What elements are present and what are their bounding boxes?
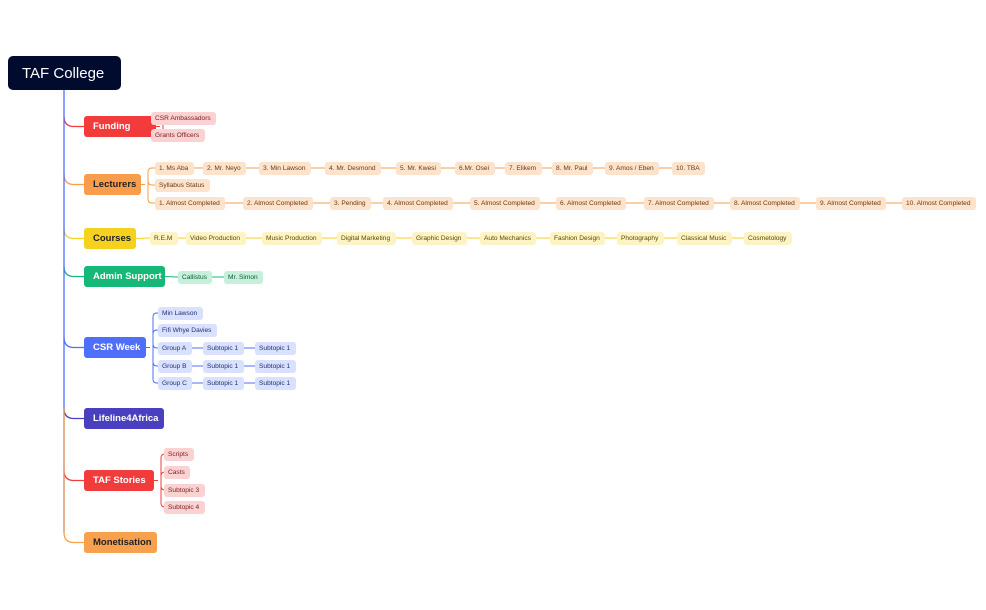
leaf-connector <box>152 361 158 367</box>
leaf-lecturers[interactable]: 5. Almost Completed <box>470 196 540 210</box>
leaf-csr[interactable]: Fifi Whye Davies <box>158 323 217 337</box>
leaf-csr[interactable]: Subtopic 1 <box>203 376 244 390</box>
leaf-stories[interactable]: Casts <box>164 465 190 479</box>
leaf-csr[interactable]: Subtopic 1 <box>203 341 244 355</box>
branch-connector <box>63 266 84 278</box>
leaf-lecturers[interactable]: 3. Min Lawson <box>259 161 311 175</box>
branch-connector <box>63 337 84 349</box>
branch-csr[interactable]: CSR Week <box>84 337 146 358</box>
leaf-csr[interactable]: Group C <box>158 376 192 390</box>
leaf-funding[interactable]: Grants Officers <box>151 128 205 142</box>
leaf-lecturers[interactable]: 9. Almost Completed <box>816 196 886 210</box>
leaf-connector <box>147 180 155 186</box>
leaf-lecturers[interactable]: 1. Ms Aba <box>155 161 194 175</box>
leaf-courses[interactable]: Digital Marketing <box>337 231 396 245</box>
leaf-connector <box>164 276 179 278</box>
leaf-lecturers[interactable]: 7. Elikem <box>505 161 542 175</box>
leaf-connector <box>135 237 151 239</box>
branch-connector <box>63 532 84 544</box>
leaf-lecturers[interactable]: 10. TBA <box>672 161 705 175</box>
root-topic[interactable]: TAF College <box>8 56 121 90</box>
leaf-csr[interactable]: Subtopic 1 <box>203 359 244 373</box>
leaf-connector <box>152 378 158 384</box>
leaf-courses[interactable]: Music Production <box>262 231 322 245</box>
leaf-connector <box>152 343 158 349</box>
leaf-funding[interactable]: CSR Ambassadors <box>151 111 216 125</box>
leaf-csr[interactable]: Subtopic 1 <box>255 376 296 390</box>
branch-monetisation[interactable]: Monetisation <box>84 532 157 553</box>
leaf-lecturers[interactable]: 7. Almost Completed <box>644 196 714 210</box>
leaf-connector <box>152 329 158 335</box>
leaf-connector <box>147 198 155 204</box>
leaf-lecturers[interactable]: Syllabus Status <box>155 178 210 192</box>
leaf-csr[interactable]: Min Lawson <box>158 306 203 320</box>
leaf-admin[interactable]: Callistus <box>178 270 212 284</box>
leaf-csr[interactable]: Group A <box>158 341 192 355</box>
leaf-lecturers[interactable]: 4. Mr. Desmond <box>325 161 381 175</box>
leaf-lecturers[interactable]: 1. Almost Completed <box>155 196 225 210</box>
leaf-connector <box>152 312 158 318</box>
leaf-csr[interactable]: Group B <box>158 359 192 373</box>
leaf-courses[interactable]: Fashion Design <box>550 231 605 245</box>
leaf-courses[interactable]: Classical Music <box>677 231 732 245</box>
leaf-lecturers[interactable]: 2. Mr. Neyo <box>203 161 246 175</box>
branch-stories[interactable]: TAF Stories <box>84 470 154 491</box>
branch-connector <box>63 408 84 420</box>
leaf-stories[interactable]: Subtopic 4 <box>164 500 205 514</box>
branch-connector <box>63 116 84 128</box>
leaf-csr[interactable]: Subtopic 1 <box>255 341 296 355</box>
branch-funding[interactable]: Funding <box>84 116 156 137</box>
leaf-lecturers[interactable]: 8. Almost Completed <box>730 196 800 210</box>
leaf-lecturers[interactable]: 3. Pending <box>330 196 371 210</box>
branch-connector <box>63 228 84 240</box>
leaf-courses[interactable]: Video Production <box>186 231 246 245</box>
leaf-csr[interactable]: Subtopic 1 <box>255 359 296 373</box>
leaf-lecturers[interactable]: 6.Mr. Osei <box>455 161 495 175</box>
leaf-admin[interactable]: Mr. Simon <box>224 270 263 284</box>
leaf-lecturers[interactable]: 5. Mr. Kwesi <box>396 161 441 175</box>
leaf-courses[interactable]: Graphic Design <box>412 231 467 245</box>
leaf-courses[interactable]: R.E.M <box>150 231 178 245</box>
leaf-courses[interactable]: Auto Mechanics <box>480 231 536 245</box>
branch-courses[interactable]: Courses <box>84 228 136 249</box>
leaf-courses[interactable]: Photography <box>617 231 664 245</box>
leaf-lecturers[interactable]: 9. Amos / Eben <box>605 161 659 175</box>
leaf-lecturers[interactable]: 2. Almost Completed <box>243 196 313 210</box>
leaf-connector <box>147 167 155 173</box>
branch-connector <box>63 470 84 482</box>
leaf-lecturers[interactable]: 6. Almost Completed <box>556 196 626 210</box>
branch-lifeline[interactable]: Lifeline4Africa <box>84 408 164 429</box>
branch-admin[interactable]: Admin Support <box>84 266 165 287</box>
leaf-courses[interactable]: Cosmetology <box>744 231 792 245</box>
leaf-stories[interactable]: Scripts <box>164 447 194 461</box>
branch-lecturers[interactable]: Lecturers <box>84 174 141 195</box>
branch-connector <box>63 174 84 186</box>
leaf-stories[interactable]: Subtopic 3 <box>164 483 205 497</box>
leaf-lecturers[interactable]: 10. Almost Completed <box>902 196 976 210</box>
leaf-lecturers[interactable]: 4. Almost Completed <box>383 196 453 210</box>
leaf-lecturers[interactable]: 8. Mr. Paul <box>552 161 593 175</box>
